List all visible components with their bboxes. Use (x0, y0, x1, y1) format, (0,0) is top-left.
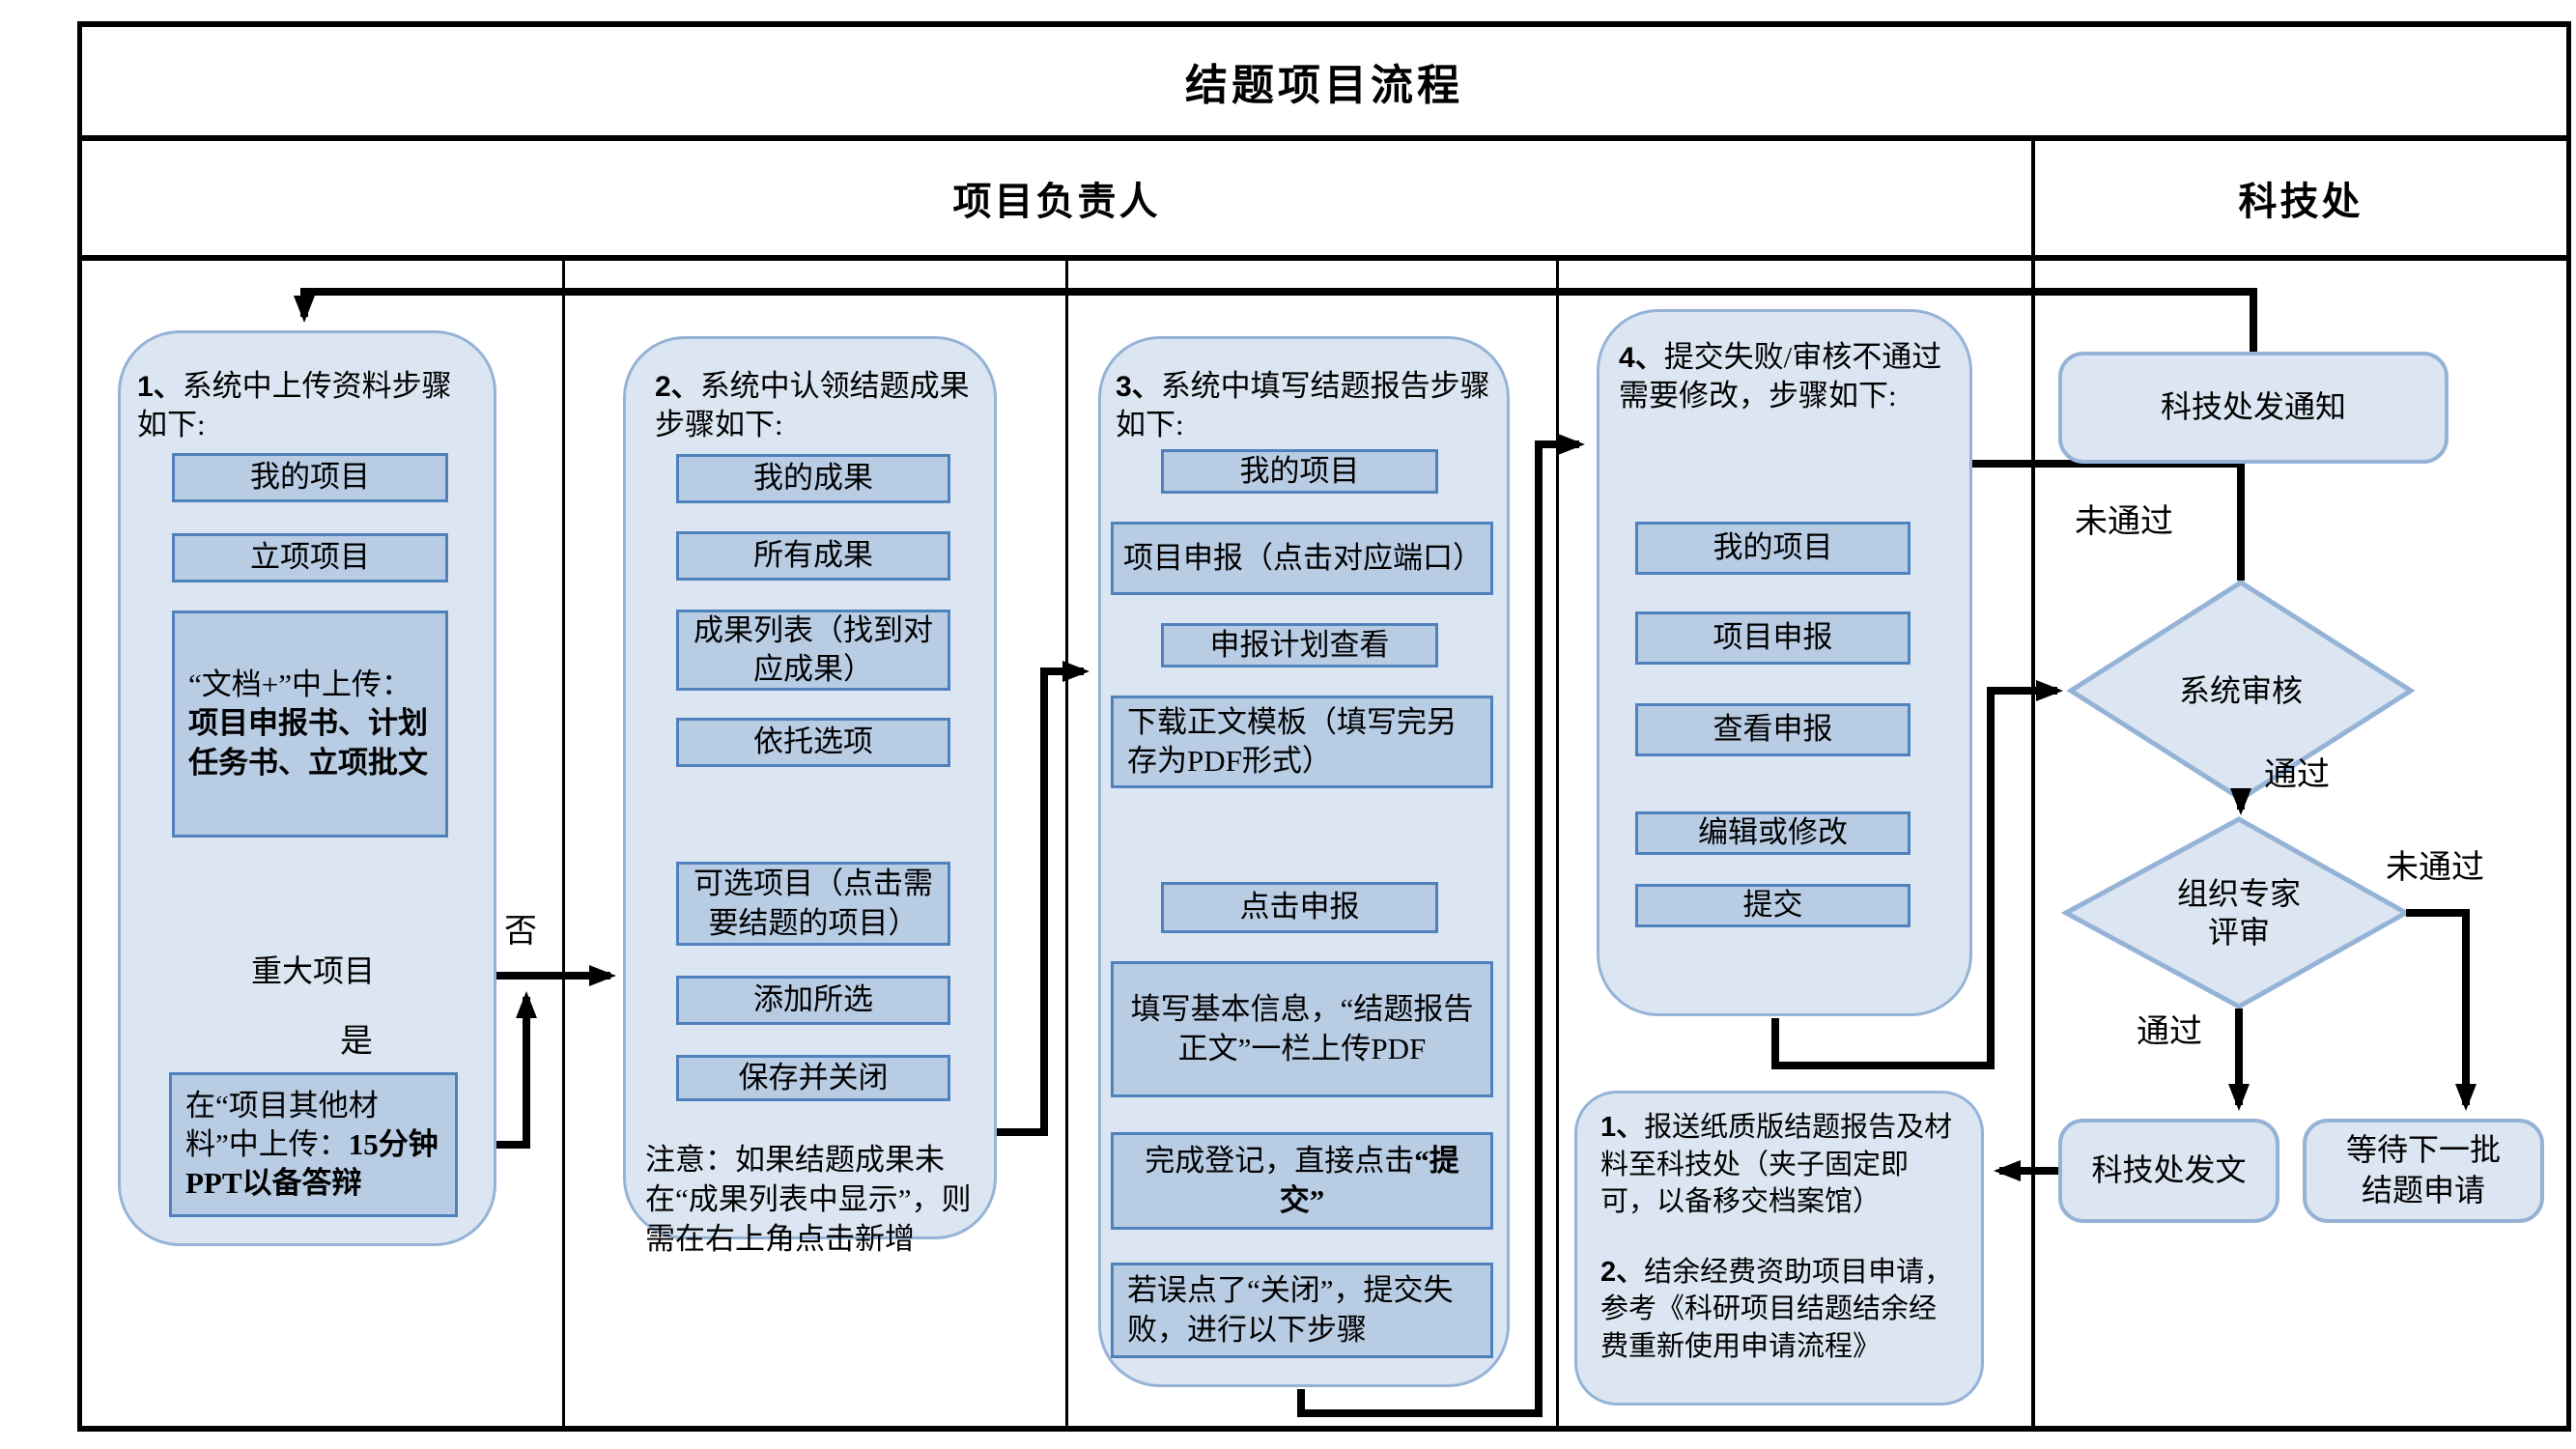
edge-expert-fail (2406, 909, 2477, 1111)
c4-step-view-declare: 查看申报 (1635, 703, 1911, 756)
col-divider-1 (562, 259, 565, 1428)
lane-divider (2031, 135, 2035, 1430)
c2-step-result-list: 成果列表（找到对应成果） (676, 610, 950, 691)
note-p2-num: 2、 (1600, 1256, 1645, 1288)
c2-step-add-selected: 添加所选 (676, 976, 950, 1025)
c3-step-plan-view: 申报计划查看 (1161, 623, 1438, 668)
table-border-right (2566, 21, 2571, 1432)
table-border-left (77, 21, 82, 1432)
c1-step-approved-projects: 立项项目 (172, 533, 448, 582)
lane-header-owner: 项目负责人 (952, 180, 1161, 223)
c4-step-my-projects: 我的项目 (1635, 522, 1911, 575)
label-fail-1: 未通过 (2075, 504, 2173, 540)
note-p1-num: 1、 (1600, 1112, 1645, 1143)
note-p2-text: 结余经费资助项目申请，参考《科研项目结题结余经费重新使用申请流程》 (1600, 1256, 1953, 1362)
c4-step-edit-modify: 编辑或修改 (1635, 811, 1911, 855)
c3-heading-num: 3、 (1116, 371, 1161, 403)
c1-heading-text: 系统中上传资料步骤如下: (137, 369, 452, 442)
c3-step-click-declare: 点击申报 (1161, 882, 1438, 933)
c1-step4-bold: 15分钟PPT以备答辩 (185, 1126, 439, 1201)
c3-step7-bold: “提交” (1279, 1144, 1459, 1217)
c1-step3-bold: 项目申报书、计划任务书、立项批文 (188, 706, 428, 780)
table-border-top (77, 21, 2571, 27)
c4-step-submit: 提交 (1635, 884, 1911, 927)
c3-step-my-projects: 我的项目 (1161, 449, 1438, 494)
c2-step-all-results: 所有成果 (676, 531, 950, 581)
label-pass-2: 通过 (2137, 1014, 2202, 1050)
c4-heading-text: 提交失败/审核不通过需要修改，步骤如下: (1619, 340, 1942, 413)
c4-heading-num: 4、 (1619, 342, 1664, 374)
c2-heading-num: 2、 (655, 371, 700, 403)
page-title: 结题项目流程 (1185, 62, 1463, 109)
c1-step-upload-docs: “文档+”中上传： 项目申报书、计划任务书、立项批文 (172, 611, 448, 838)
c3-step-complete-submit: 完成登记，直接点击“提交” (1111, 1132, 1493, 1230)
paper-note-box: 1、报送纸质版结题报告及材料至科技处（夹子固定即可，以备移交档案馆） 2、结余经… (1574, 1091, 1984, 1406)
system-review-label: 系统审核 (2178, 673, 2303, 708)
c2-step-rely-option: 依托选项 (676, 718, 950, 767)
c2-heading: 2、系统中认领结题成果步骤如下: (655, 367, 983, 444)
c1-heading: 1、系统中上传资料步骤如下: (137, 367, 477, 444)
c3-step-misclick-close: 若误点了“关闭”，提交失败，进行以下步骤 (1111, 1263, 1493, 1358)
col-divider-3 (1556, 259, 1559, 1428)
col-divider-2 (1065, 259, 1068, 1428)
label-pass-1: 通过 (2264, 757, 2330, 793)
c3-heading-text: 系统中填写结题报告步骤如下: (1116, 369, 1490, 442)
c1-decision-label: 重大项目 (250, 953, 375, 988)
label-fail-2: 未通过 (2386, 850, 2484, 886)
expert-review-label: 组织专家 评审 (2176, 876, 2301, 950)
c1-step3-text: “文档+”中上传： (188, 668, 412, 702)
c1-step-my-projects: 我的项目 (172, 453, 448, 502)
c2-step-optional-project: 可选项目（点击需要结题的项目） (676, 862, 950, 946)
lane-header-dept: 科技处 (2238, 180, 2364, 223)
title-row-divider (77, 135, 2571, 141)
note-p1-text: 报送纸质版结题报告及材料至科技处（夹子固定即可，以备移交档案馆） (1600, 1112, 1953, 1218)
c1-step-other-materials: 在“项目其他材料”中上传：15分钟PPT以备答辩 (169, 1072, 458, 1217)
edge-c3-to-c4 (1297, 434, 1585, 1417)
label-yes: 是 (340, 1024, 373, 1060)
c2-step-my-results: 我的成果 (676, 454, 950, 503)
c3-heading: 3、系统中填写结题报告步骤如下: (1116, 367, 1502, 444)
c1-heading-num: 1、 (137, 371, 183, 403)
header-row-divider (77, 255, 2571, 261)
decision-system-review (2066, 580, 2416, 802)
dept-notify-box: 科技处发通知 (2058, 352, 2449, 464)
c3-step-download-template: 下载正文模板（填写完另存为PDF形式） (1111, 696, 1493, 788)
dept-issue-box: 科技处发文 (2058, 1119, 2279, 1223)
dept-wait-box: 等待下一批 结题申请 (2303, 1119, 2544, 1223)
c2-note: 注意：如果结题成果未在“成果列表中显示”，则需在右上角点击新增 (645, 1143, 972, 1257)
table-border-bottom (77, 1426, 2571, 1432)
c1-step4-text: 在“项目其他材料”中上传： (185, 1088, 379, 1161)
c2-heading-text: 系统中认领结题成果步骤如下: (655, 369, 970, 442)
c4-step-project-declare: 项目申报 (1635, 611, 1911, 665)
c3-step7-text: 完成登记，直接点击 (1145, 1144, 1415, 1179)
c4-heading: 4、提交失败/审核不通过需要修改，步骤如下: (1619, 338, 1959, 415)
c2-step-save-close: 保存并关闭 (676, 1055, 950, 1101)
edge-notify-to-c1 (294, 288, 2257, 352)
edge-c4-to-review (1771, 680, 2063, 1069)
c3-step-project-declare: 项目申报（点击对应端口） (1111, 522, 1493, 595)
label-no: 否 (504, 914, 537, 950)
c3-step-fill-info: 填写基本信息，“结题报告正文”一栏上传PDF (1111, 961, 1493, 1097)
